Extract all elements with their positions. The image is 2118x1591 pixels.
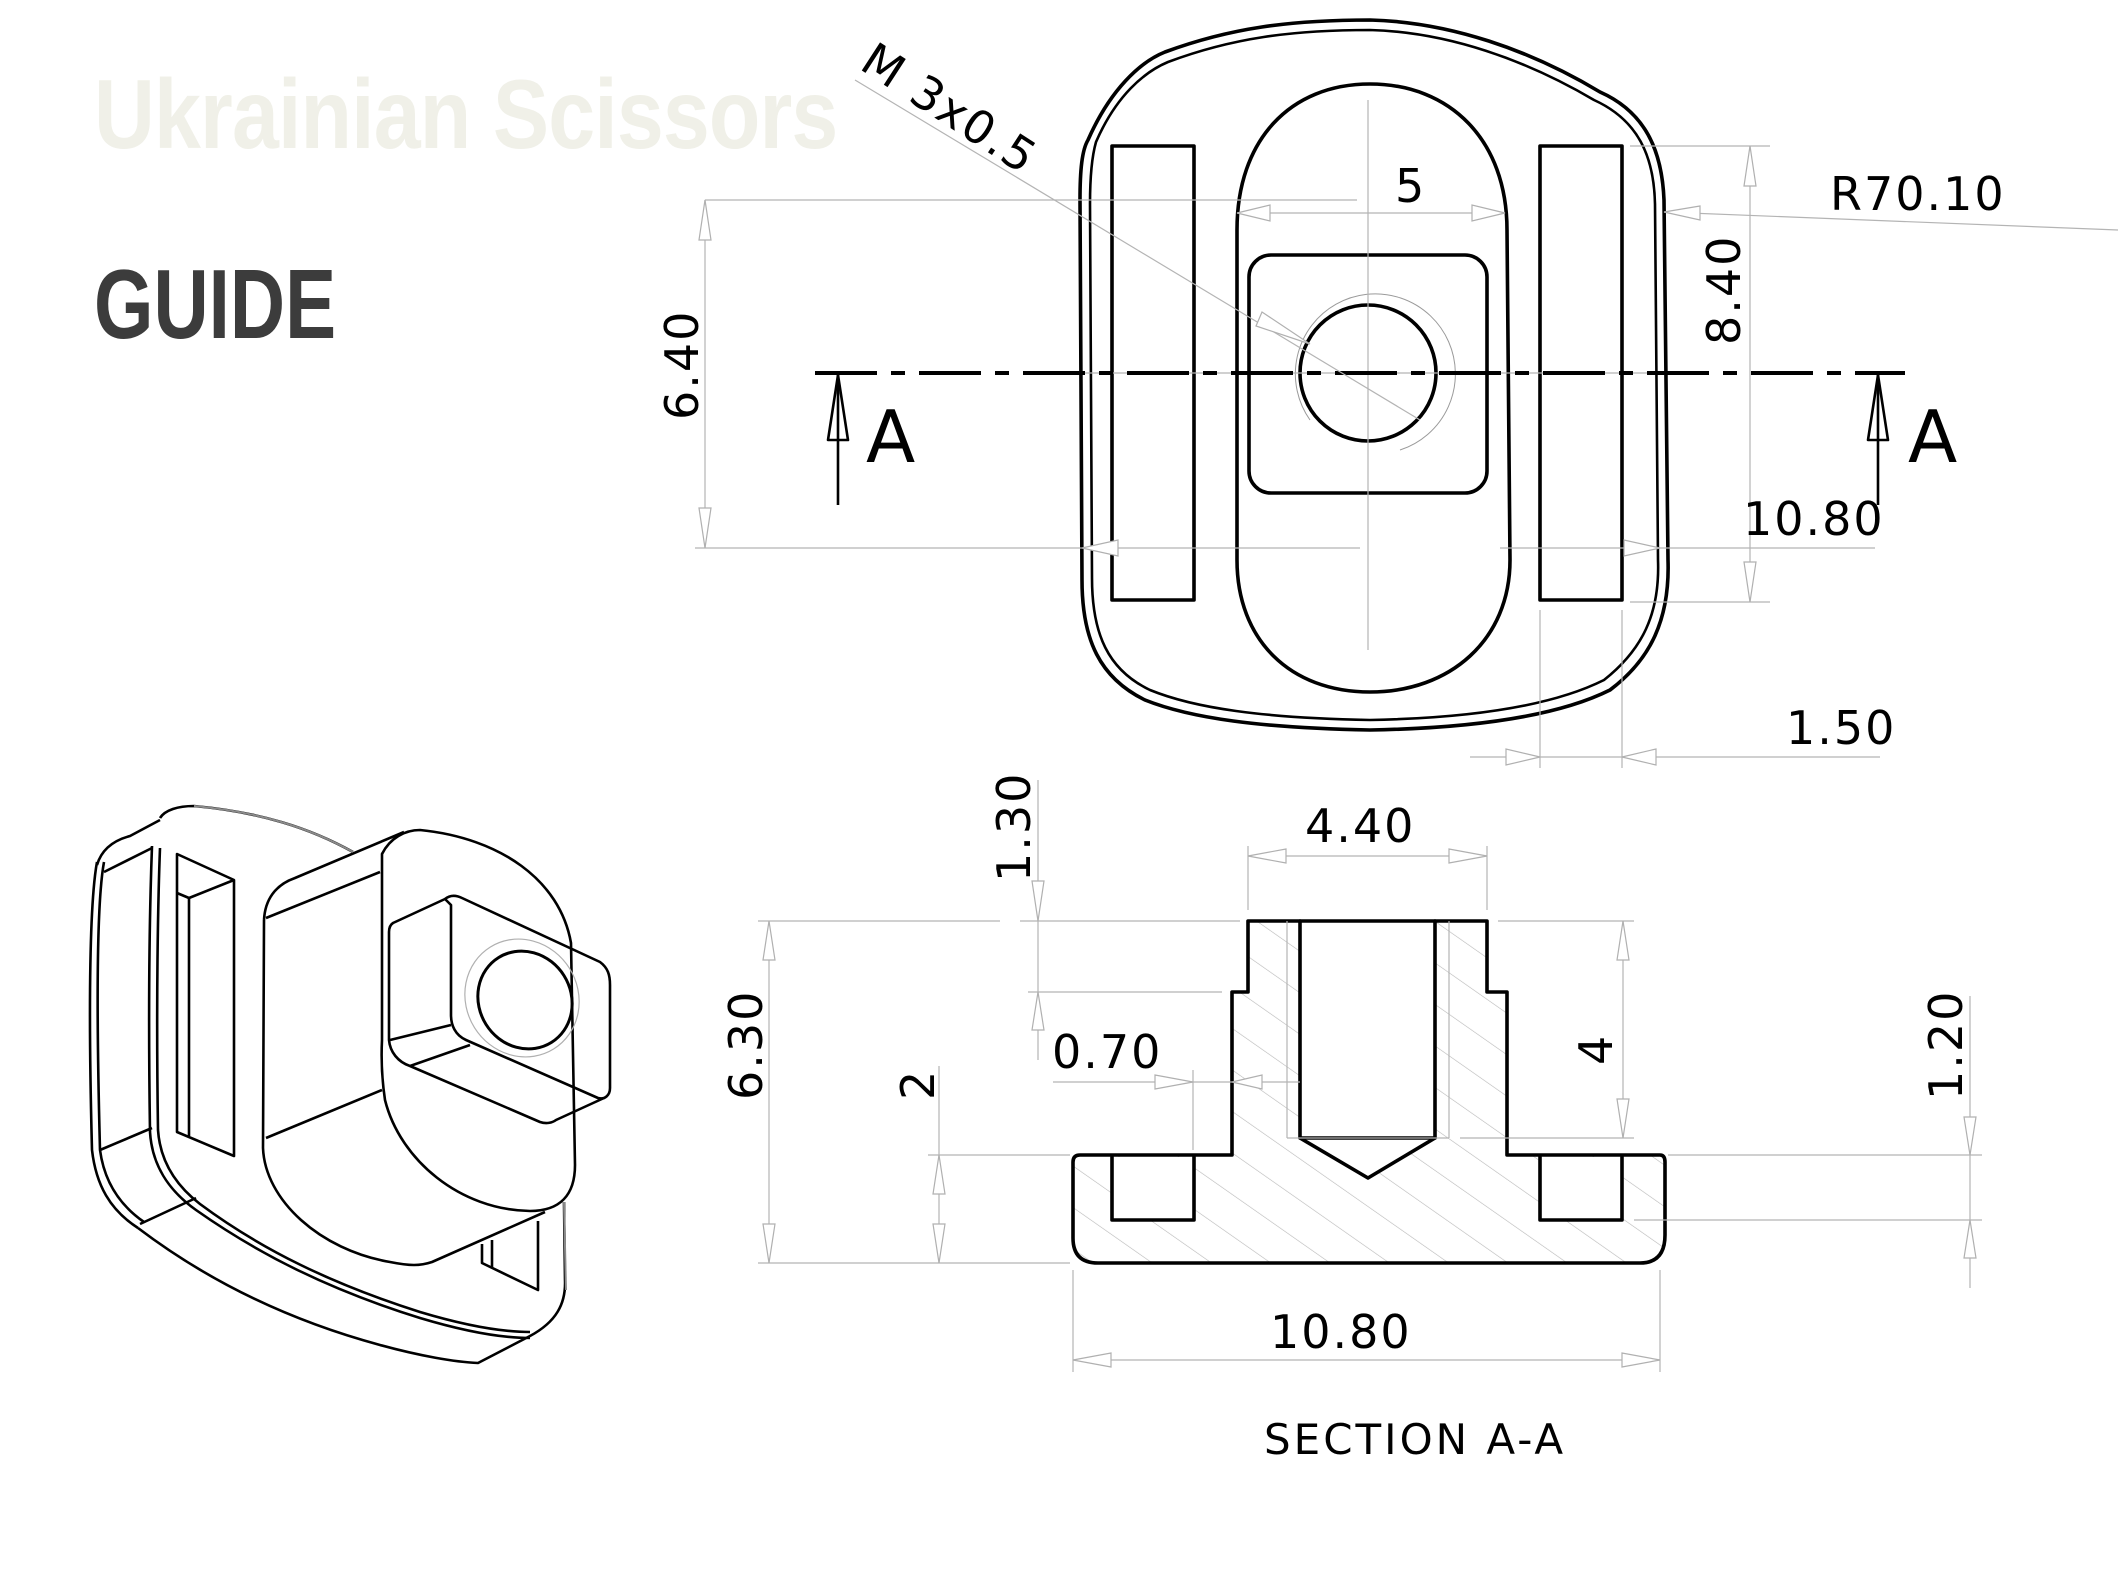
dim-120-arrow-top [1963, 1116, 1977, 1156]
iso-center-body-left [262, 830, 405, 921]
section-mark-right: A [1908, 395, 1957, 479]
dim-1080-top-label: 10.80 [1743, 492, 1885, 546]
section-hole [1298, 919, 1437, 1180]
thread-callout: M 3x0.5 [852, 32, 1047, 185]
thread-leader-arrow [1255, 311, 1311, 345]
dim-070-label: 0.70 [1052, 1025, 1162, 1079]
iso-slot [175, 852, 236, 1158]
iso-gray-edge-right [563, 1201, 567, 1291]
dim-070-arrow-right [1231, 1074, 1263, 1090]
iso-front-plate-outer-2 [147, 845, 531, 1340]
dim-630-arrow-bottom [762, 1223, 776, 1264]
iso-slot-inner-top [176, 891, 190, 900]
dim-150-arrow-right [1621, 748, 1657, 766]
iso-slot-inner-top2 [188, 878, 235, 900]
dim-1080-arrow-right [1621, 1352, 1661, 1368]
isometric-view [88, 804, 612, 1365]
iso-back-plate-left [88, 861, 139, 1230]
dim-4-arrow-top [1616, 920, 1630, 961]
dim-2-label: 2 [891, 1069, 945, 1100]
dim-120-arrow-bottom [1963, 1219, 1977, 1259]
iso-square-boss-front [443, 894, 612, 1100]
section-outline [1071, 919, 1667, 1265]
dim-630-label: 6.30 [719, 990, 773, 1100]
dim-r70-arrow [1663, 205, 1701, 221]
center-oval [1235, 82, 1512, 694]
dim-440-label: 4.40 [1305, 799, 1415, 853]
section-right-pocket [1538, 1155, 1624, 1222]
dim-130-arrow-bottom [1031, 991, 1045, 1031]
drawing-title: GUIDE [94, 249, 337, 359]
top-view-outer-contour-inner [1088, 28, 1660, 722]
dim-2-arrow-top [932, 1154, 946, 1195]
dim-070-arrow-left [1154, 1074, 1194, 1090]
top-view: A A M 3x0.5 5 R70.10 6.40 8.40 [655, 18, 2118, 768]
iso-square-boss-edge-1 [389, 1023, 452, 1042]
section-label: SECTION A-A [1264, 1415, 1566, 1464]
iso-back-plate-left-inner [96, 861, 145, 1224]
section-arrow-left-head [826, 373, 850, 442]
dim-1080-arrow-left [1072, 1352, 1112, 1368]
iso-back-plate-top [95, 818, 161, 866]
iso-center-body-lower-edge [265, 1088, 383, 1140]
iso-gray-edge-top [193, 805, 354, 853]
iso-dome [380, 828, 577, 1213]
dim-440-arrow-right [1448, 848, 1488, 864]
dim-640-label: 6.40 [655, 310, 709, 420]
top-view-outer-contour [1078, 18, 1670, 732]
dim-1080-top-arrow-right [1623, 539, 1661, 557]
dim-440-arrow-left [1247, 848, 1287, 864]
iso-back-plate-top-edge [103, 846, 153, 874]
dim-150-arrow-left [1505, 748, 1541, 766]
dim-4-label: 4 [1569, 1034, 1623, 1065]
dim-r70-label: R70.10 [1830, 167, 2006, 221]
iso-front-plate-outer [158, 804, 354, 854]
dim-150-label: 1.50 [1786, 701, 1896, 755]
iso-front-plate-outer-3 [155, 847, 531, 1334]
dim-840-label: 8.40 [1697, 235, 1751, 345]
thread-leader-line [854, 79, 1421, 421]
dim-120-label: 1.20 [1919, 990, 1973, 1100]
section-left-pocket [1110, 1155, 1196, 1222]
dim-1080-top-arrow-left [1081, 539, 1119, 557]
iso-center-body-top-edge [265, 870, 381, 920]
iso-front-plate-bottom [137, 1201, 567, 1365]
brand-watermark: Ukrainian Scissors [94, 59, 838, 169]
dim-1080-label: 10.80 [1270, 1305, 1412, 1359]
iso-hole [476, 949, 574, 1051]
iso-hole-thread [464, 938, 580, 1058]
dim-5-arrow-left [1236, 204, 1271, 222]
dim-5-label: 5 [1395, 159, 1426, 213]
dim-640-arrow-top [698, 199, 712, 241]
dim-640-arrow-bottom [698, 507, 712, 549]
iso-back-plate-bottom-edge [99, 1126, 153, 1152]
section-mark-left: A [866, 395, 915, 479]
dim-2-arrow-bottom [932, 1223, 946, 1264]
thread-major-circle [1294, 293, 1456, 451]
dim-130-arrow-top [1031, 880, 1045, 922]
iso-center-body-left-edge [261, 919, 546, 1267]
dim-r70-leader [1663, 211, 2118, 231]
dim-840-arrow-top [1743, 145, 1757, 187]
dim-4-arrow-bottom [1616, 1098, 1630, 1139]
dim-630-arrow-top [762, 920, 776, 961]
iso-square-boss-side [387, 897, 605, 1125]
iso-lower-slot [480, 1221, 540, 1292]
dim-5-arrow-right [1471, 204, 1506, 222]
section-arrow-right-head [1866, 373, 1890, 442]
section-view: 4.40 1.30 6.30 0.70 2 4 [719, 772, 1982, 1464]
iso-square-boss-edge-2 [409, 1043, 471, 1068]
dim-840-arrow-bottom [1743, 561, 1757, 603]
dim-130-label: 1.30 [987, 772, 1041, 882]
